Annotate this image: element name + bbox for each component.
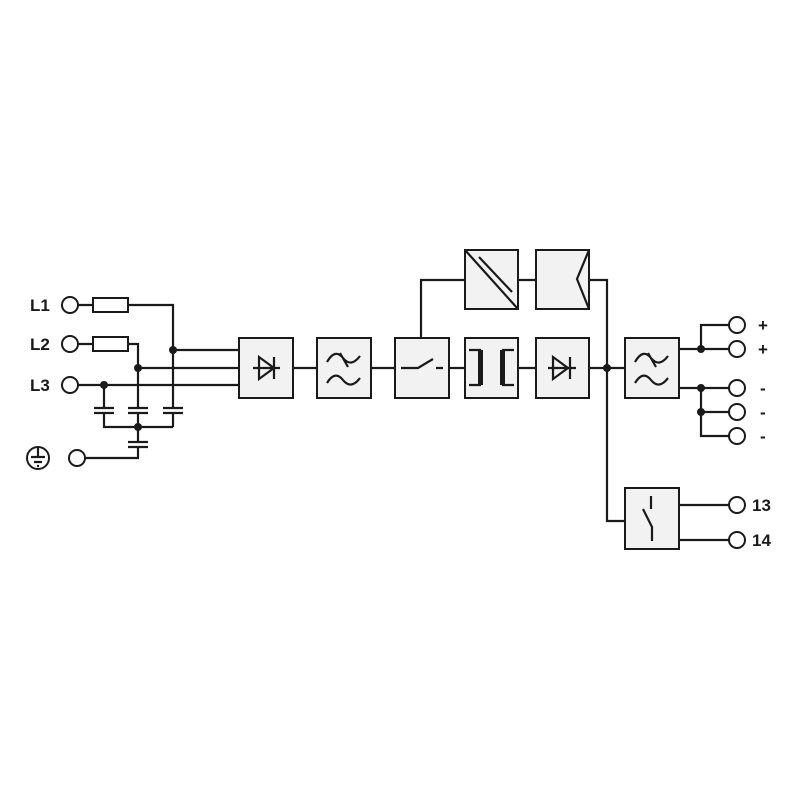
label-l3: L3 bbox=[30, 376, 50, 395]
terminal-plus-2[interactable] bbox=[728, 340, 746, 358]
fuse-l1 bbox=[92, 297, 129, 313]
terminal-l1[interactable] bbox=[61, 296, 79, 314]
output-wiring bbox=[679, 323, 729, 542]
rectifier-block-output bbox=[535, 337, 590, 399]
dc-dc-converter-block bbox=[464, 249, 519, 310]
label-l1: L1 bbox=[30, 296, 50, 315]
input-wiring bbox=[78, 303, 239, 460]
aux-bus bbox=[419, 278, 625, 523]
transformer-block bbox=[464, 337, 519, 399]
label-minus-3: - bbox=[760, 427, 766, 446]
label-13: 13 bbox=[752, 496, 771, 515]
terminal-minus-2[interactable] bbox=[728, 403, 746, 421]
filter-block-output bbox=[624, 337, 680, 399]
switch-block bbox=[394, 337, 450, 399]
relay-block bbox=[624, 487, 680, 550]
label-l2: L2 bbox=[30, 335, 50, 354]
boost-block bbox=[535, 249, 591, 310]
label-plus-2: + bbox=[758, 340, 768, 359]
label-minus-2: - bbox=[760, 403, 766, 422]
label-plus-1: + bbox=[758, 316, 768, 335]
terminal-14[interactable] bbox=[728, 531, 746, 549]
fuse-l2 bbox=[92, 336, 129, 352]
terminal-l2[interactable] bbox=[61, 335, 79, 353]
terminal-pe[interactable] bbox=[68, 449, 86, 467]
terminal-plus-1[interactable] bbox=[728, 316, 746, 334]
rectifier-block-input bbox=[238, 337, 294, 399]
terminal-l3[interactable] bbox=[61, 376, 79, 394]
label-14: 14 bbox=[752, 531, 771, 550]
terminal-minus-1[interactable] bbox=[728, 379, 746, 397]
terminal-minus-3[interactable] bbox=[728, 427, 746, 445]
label-minus-1: - bbox=[760, 379, 766, 398]
ground-icon bbox=[26, 446, 50, 470]
terminal-13[interactable] bbox=[728, 496, 746, 514]
filter-block-input bbox=[316, 337, 372, 399]
